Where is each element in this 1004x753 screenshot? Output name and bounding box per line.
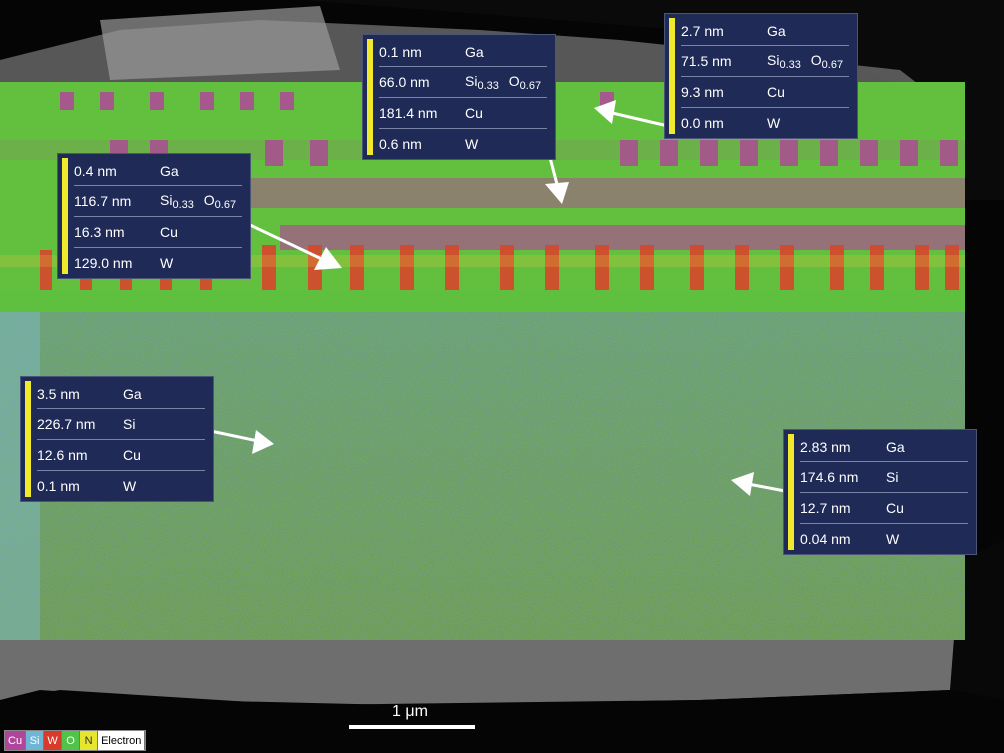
panel-row-ga: 2.7 nm Ga — [681, 16, 849, 46]
element-label: Si — [886, 469, 899, 485]
panel-accent-bar — [669, 18, 675, 134]
measurement-panel-bottom-right: 2.83 nm Ga 174.6 nm Si 12.7 nm Cu 0.04 n… — [783, 429, 977, 555]
element-label: Cu — [465, 105, 483, 121]
panel-accent-bar — [25, 381, 31, 497]
panel-row-ga: 0.1 nm Ga — [379, 37, 547, 67]
panel-row-sio: 71.5 nm Si0.33 O0.67 — [681, 46, 849, 76]
element-label: Ga — [465, 44, 484, 60]
scalebar-line — [349, 725, 475, 729]
thickness-value: 0.1 nm — [37, 478, 80, 494]
panel-row-cu: 181.4 nm Cu — [379, 98, 547, 128]
thickness-value: 116.7 nm — [74, 193, 132, 209]
thickness-value: 2.83 nm — [800, 439, 851, 455]
panel-row-ga: 2.83 nm Ga — [800, 432, 968, 462]
panel-row-cu: 12.6 nm Cu — [37, 440, 205, 470]
element-label: Cu — [886, 500, 904, 516]
panel-row-cu: 9.3 nm Cu — [681, 77, 849, 107]
thickness-value: 0.6 nm — [379, 136, 422, 152]
panel-row-ga: 0.4 nm Ga — [74, 156, 242, 186]
legend-chip-si: Si — [26, 731, 45, 750]
thickness-value: 174.6 nm — [800, 469, 859, 485]
panel-row-cu: 16.3 nm Cu — [74, 217, 242, 247]
panel-row-w: 0.6 nm W — [379, 129, 547, 159]
legend-chip-o: O — [62, 731, 81, 750]
element-label: Ga — [160, 163, 179, 179]
element-label: Ga — [123, 386, 142, 402]
element-label: Si0.33 O0.67 — [160, 191, 237, 211]
element-label: Si0.33 O0.67 — [465, 72, 542, 92]
pointer-arrows — [205, 100, 786, 496]
thickness-value: 66.0 nm — [379, 74, 430, 90]
panel-row-si: 226.7 nm Si — [37, 409, 205, 439]
legend-chip-n: N — [80, 731, 99, 750]
thickness-value: 12.6 nm — [37, 447, 88, 463]
panel-row-si: 174.6 nm Si — [800, 462, 968, 492]
panel-row-sio: 66.0 nm Si0.33 O0.67 — [379, 67, 547, 97]
element-label: Cu — [160, 224, 178, 240]
element-label: W — [160, 255, 174, 271]
thickness-value: 2.7 nm — [681, 23, 724, 39]
legend-chip-w: W — [44, 731, 63, 750]
measurement-panel-bottom-left: 3.5 nm Ga 226.7 nm Si 12.6 nm Cu 0.1 nm … — [20, 376, 214, 502]
scalebar-label: 1 μm — [392, 703, 428, 720]
thickness-value: 12.7 nm — [800, 500, 851, 516]
panel-row-ga: 3.5 nm Ga — [37, 379, 205, 409]
thickness-value: 9.3 nm — [681, 84, 724, 100]
panel-row-w: 0.04 nm W — [800, 524, 968, 554]
element-label: W — [886, 531, 900, 547]
element-label: W — [465, 136, 479, 152]
element-label: Cu — [123, 447, 141, 463]
legend-chip-electron: Electron — [98, 731, 146, 750]
panel-accent-bar — [62, 158, 68, 274]
thickness-value: 129.0 nm — [74, 255, 133, 271]
thickness-value: 0.0 nm — [681, 115, 724, 131]
element-label: Si0.33 O0.67 — [767, 51, 844, 71]
thickness-value: 71.5 nm — [681, 53, 732, 69]
element-label: W — [767, 115, 781, 131]
thickness-value: 3.5 nm — [37, 386, 80, 402]
measurement-panel-top-right: 2.7 nm Ga 71.5 nm Si0.33 O0.67 9.3 nm Cu… — [664, 13, 858, 139]
measurement-panel-top-left: 0.4 nm Ga 116.7 nm Si0.33 O0.67 16.3 nm … — [57, 153, 251, 279]
thickness-value: 181.4 nm — [379, 105, 438, 121]
panel-accent-bar — [367, 39, 373, 155]
legend-chip-cu: Cu — [5, 731, 27, 750]
panel-row-w: 129.0 nm W — [74, 248, 242, 278]
measurement-panel-top-center: 0.1 nm Ga 66.0 nm Si0.33 O0.67 181.4 nm … — [362, 34, 556, 160]
panel-row-w: 0.1 nm W — [37, 471, 205, 501]
thickness-value: 0.1 nm — [379, 44, 422, 60]
panel-row-w: 0.0 nm W — [681, 108, 849, 138]
element-label: Ga — [886, 439, 905, 455]
panel-row-sio: 116.7 nm Si0.33 O0.67 — [74, 186, 242, 216]
element-label: Si — [123, 416, 136, 432]
thickness-value: 226.7 nm — [37, 416, 96, 432]
element-label: Cu — [767, 84, 785, 100]
panel-accent-bar — [788, 434, 794, 550]
thickness-value: 16.3 nm — [74, 224, 125, 240]
thickness-value: 0.04 nm — [800, 531, 851, 547]
thickness-value: 0.4 nm — [74, 163, 117, 179]
element-label: Ga — [767, 23, 786, 39]
panel-row-cu: 12.7 nm Cu — [800, 493, 968, 523]
element-label: W — [123, 478, 137, 494]
